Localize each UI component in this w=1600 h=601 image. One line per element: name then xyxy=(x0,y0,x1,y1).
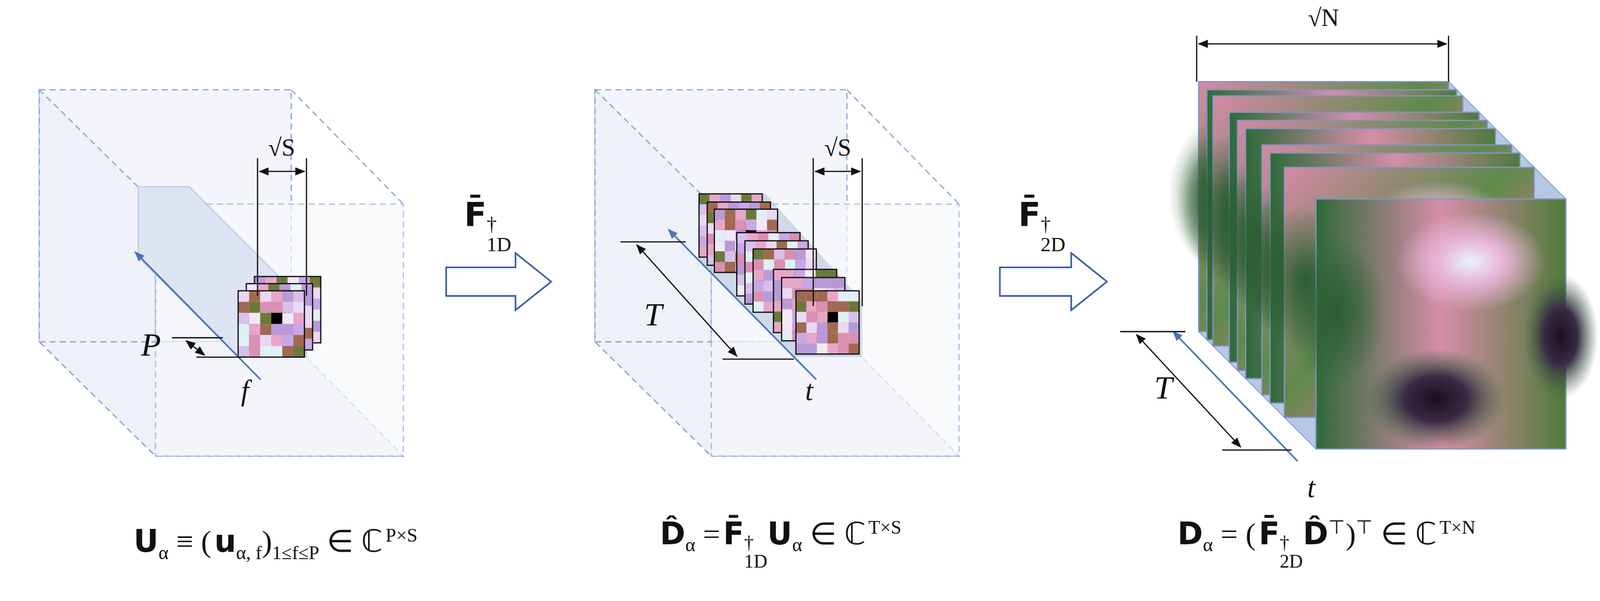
pixel-grid xyxy=(707,201,771,265)
dimension-label: P xyxy=(140,326,162,364)
label-text: † xyxy=(1279,533,1303,553)
label-text: f xyxy=(240,374,249,408)
hollow-arrow xyxy=(445,252,551,310)
pixel-grid xyxy=(745,240,809,304)
label-text: 2D xyxy=(1040,234,1066,255)
script-stack: †1D xyxy=(486,214,512,255)
script-stack: †2D xyxy=(1279,533,1303,572)
axis-label: f xyxy=(240,374,249,408)
label-text: T×N xyxy=(1439,515,1476,539)
pixel-grid xyxy=(246,283,313,350)
operator-label: F̄†2D xyxy=(1018,194,1066,250)
label-text: t xyxy=(805,374,813,408)
operator-label: F̄†1D xyxy=(464,194,512,250)
hollow-arrow xyxy=(999,252,1107,310)
label-text: F̄ xyxy=(1018,194,1041,234)
label-text: √S xyxy=(267,133,296,162)
formula: D̂α=F̄†1DUα∈ ℂT×S xyxy=(659,515,902,567)
slab xyxy=(138,186,307,357)
label-text: = ( xyxy=(1220,516,1256,552)
label-text: α, f xyxy=(236,540,263,563)
label-text: † xyxy=(486,214,512,235)
label-text: U xyxy=(133,522,159,559)
slab xyxy=(699,193,863,357)
label-text: T×S xyxy=(868,515,902,539)
label-text: † xyxy=(1040,214,1066,235)
label-text: ⊤ xyxy=(1355,515,1374,539)
dimension-lines xyxy=(172,35,1449,450)
axis-line xyxy=(135,252,261,380)
cube-1 xyxy=(39,89,404,456)
label-text: α xyxy=(1202,532,1213,556)
label-text: D xyxy=(1177,515,1203,551)
label-text: √S xyxy=(824,133,852,162)
label-text: P×S xyxy=(385,523,418,547)
pixel-grids xyxy=(238,193,860,357)
label-text: ∈ ℂ xyxy=(326,522,383,559)
label-text: t xyxy=(1307,471,1316,505)
label-text: 1D xyxy=(486,234,512,255)
label-text: 1≤f≤P xyxy=(272,540,320,563)
label-text: ) xyxy=(261,523,272,559)
label-text: F̄ xyxy=(1258,515,1280,551)
axis-label: t xyxy=(805,374,813,408)
pixel-grid xyxy=(699,193,763,257)
label-text: † xyxy=(744,533,768,553)
label-text: U xyxy=(767,515,793,551)
label-text: F̄ xyxy=(723,515,745,551)
field-frame xyxy=(1285,198,1599,449)
label-text: ⊤ xyxy=(1328,515,1346,539)
label-text: P xyxy=(140,326,162,364)
label-text: α xyxy=(685,532,696,556)
label-text: ∈ ℂ xyxy=(809,515,866,551)
label-text: 2D xyxy=(1279,552,1303,572)
dimension-label: T xyxy=(1154,368,1173,407)
label-text: T xyxy=(644,295,663,334)
script-stack: †1D xyxy=(744,533,768,572)
label-text: F̄ xyxy=(464,194,487,234)
dimension-label: T xyxy=(644,295,663,334)
pixel-grid xyxy=(773,269,837,333)
formula: Dα= (F̄†2DD̂⊤)⊤∈ ℂT×N xyxy=(1177,515,1476,567)
dimension-label: √S xyxy=(267,133,296,162)
pixel-grid xyxy=(254,276,321,343)
label-text: D̂ xyxy=(659,515,686,551)
label-text: α xyxy=(792,532,803,556)
formula: Uα≡ (uα, f)1≤f≤P∈ ℂP×S xyxy=(133,522,418,559)
dimension-label: √S xyxy=(824,133,852,162)
label-text: ∈ ℂ xyxy=(1380,515,1437,551)
label-text: D̂ xyxy=(1302,515,1329,551)
label-text: ) xyxy=(1345,516,1356,552)
label-text: = xyxy=(702,516,721,552)
label-text: √N xyxy=(1307,4,1339,33)
stack-body xyxy=(1198,81,1566,449)
label-text: 1D xyxy=(744,552,768,572)
pixel-grid xyxy=(736,232,800,296)
label-text: α xyxy=(158,540,169,563)
cube-2 xyxy=(595,89,960,456)
dimension-label: √N xyxy=(1307,4,1339,33)
axis-label: t xyxy=(1307,471,1316,505)
label-text: ≡ ( xyxy=(176,523,212,559)
pixel-grid xyxy=(796,290,860,354)
pixel-grid xyxy=(238,290,305,357)
label-text: T xyxy=(1154,368,1173,407)
script-stack: †2D xyxy=(1040,214,1066,255)
label-text: u xyxy=(214,522,237,559)
